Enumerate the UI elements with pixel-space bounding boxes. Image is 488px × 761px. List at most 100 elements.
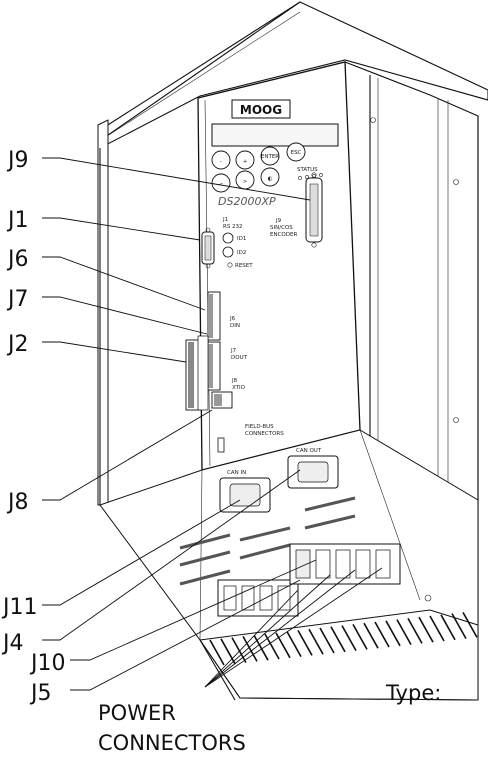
bottom-deck: CAN IN CAN OUT [99,429,479,701]
callout-power-line1: POWER [98,701,176,725]
j8-terminal-block[interactable] [211,391,233,409]
reset-label: RESET [235,263,253,269]
status-label: STATUS [297,167,318,173]
leader-j5 [70,579,301,691]
key-minus-label: - [220,159,222,165]
leader-power-1 [204,589,299,688]
brand-logo-text: MOOG [240,103,282,117]
leader-j9 [42,157,311,201]
heatsink-fin [429,615,445,642]
fieldbus-label-1: FIELD-BUS [245,424,274,430]
j8-panel-name: XTIO [232,385,246,391]
heatsink-fin [330,626,346,653]
callout-power-line2: CONNECTORS [98,731,246,755]
key-minus[interactable] [211,150,231,170]
callout-j4: J4 [1,631,24,656]
callout-labels: J9 J1 J6 J7 J2 J8 J11 J4 J10 J5 POWER CO… [1,148,441,755]
j7-terminal-block[interactable] [207,341,221,391]
status-led-2 [305,175,309,179]
heatsink-fin [253,634,269,661]
reset-button[interactable] [227,262,233,268]
id2-label: ID2 [237,250,246,256]
leader-j4 [42,469,301,641]
heatsink-fin [418,616,434,643]
keypad: - + ENTER ESC < > ◐ STATUS [211,142,323,193]
leader-power-2 [204,574,331,688]
leader-power-3 [204,569,356,688]
callout-j7: J7 [6,287,29,312]
can-out-label: CAN OUT [296,448,322,454]
leader-j6 [42,256,206,311]
lcd-display [211,123,339,147]
j9-encoder-port[interactable] [305,172,323,248]
j6-panel-name: DIN [230,323,240,329]
heatsink-fin [462,612,478,638]
heatsink-fin [352,624,368,650]
key-esc-label: ESC [291,150,302,156]
key-mode-label: ◐ [268,176,273,182]
front-panel: MOOG - + ENTER ESC < > ◐ STATUS DS2000X [185,61,361,471]
j7-panel-port: J7 [230,348,237,354]
callout-j10: J10 [29,651,65,676]
leader-lines [42,157,383,691]
leader-j2 [42,341,187,363]
j11-fieldbus-connector[interactable] [219,477,271,513]
id2-switch[interactable] [222,246,234,258]
callout-j5: J5 [29,681,52,706]
small-switch[interactable] [217,437,225,453]
callout-j8: J8 [6,490,29,515]
type-label: Type: [385,681,441,705]
heatsink-fin [286,631,302,657]
j1-panel-port: J1 [222,217,228,223]
j9-panel-name2: ENCODER [270,232,297,238]
status-led-1 [298,176,302,180]
heatsink-fin [297,630,313,656]
j2-terminal-block[interactable] [185,335,209,411]
heatsink-fin [363,622,379,649]
j9-panel-port: J9 [275,218,282,224]
key-mode[interactable] [260,167,280,187]
key-esc[interactable] [286,142,306,162]
key-enter[interactable] [260,146,280,166]
leader-j1 [42,217,201,241]
j6-terminal-block[interactable] [207,291,221,341]
heatsink-fin [407,618,423,644]
leader-j11 [42,499,241,606]
callout-j11: J11 [1,595,37,620]
id1-label: ID1 [237,236,246,242]
heatsink-fin [374,621,390,648]
heatsink-fin [308,628,324,655]
j8-panel-port: J8 [231,378,238,384]
heatsink-fin [385,620,401,647]
j6-panel-port: J6 [229,316,236,322]
heatsink-fin [341,625,357,651]
model-label: DS2000XP [218,195,276,208]
key-enter-label: ENTER [261,154,279,160]
j4-fieldbus-connector[interactable] [287,455,339,489]
callout-j1: J1 [6,208,29,233]
j9-panel-name: SIN/COS [270,225,293,231]
fieldbus-label-2: CONNECTORS [245,431,284,437]
heatsink-fin [242,636,258,662]
can-in-label: CAN IN [227,470,246,476]
moog-logo: MOOG [231,99,291,119]
heatsink-fin [220,638,236,665]
leader-j10 [70,559,317,661]
key-plus[interactable] [235,150,255,170]
key-left[interactable] [211,173,231,193]
heatsink-fin [275,632,291,659]
j1-rs232-port[interactable] [201,227,215,269]
heatsink-fin [231,637,247,663]
status-led-4 [319,173,323,177]
j7-panel-name: DOUT [231,355,248,361]
id1-switch[interactable] [222,232,234,244]
leader-j7 [42,296,208,335]
key-plus-label: + [243,159,248,165]
callout-j2: J2 [6,332,29,357]
callout-j6: J6 [6,247,29,272]
heatsink-fin [396,619,412,645]
leader-power-4 [204,567,383,688]
callout-j9: J9 [6,148,29,173]
heatsink-fin [209,639,225,666]
